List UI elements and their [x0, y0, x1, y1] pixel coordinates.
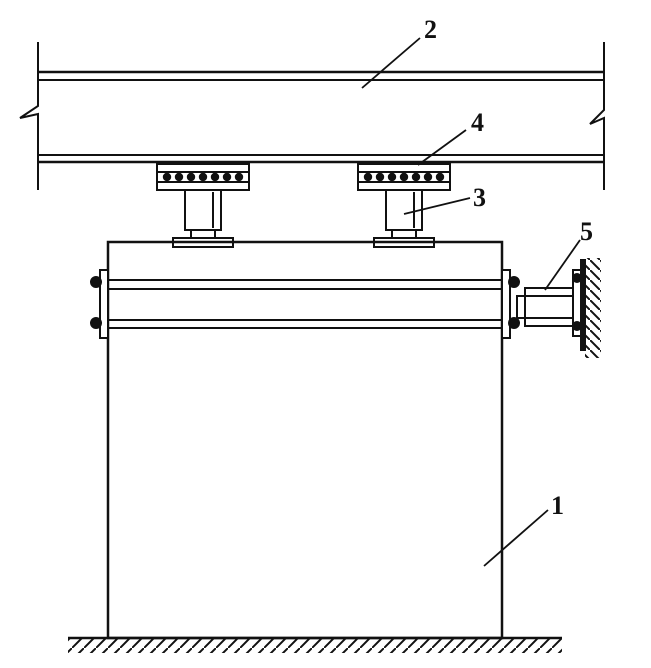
beam-break-line-left [19, 42, 39, 190]
leader-line-4 [417, 129, 467, 166]
lateral-support-strut [516, 259, 586, 351]
label-lateral-support: 5 [580, 217, 593, 246]
leader-line-3 [403, 197, 471, 215]
support-column [106, 240, 504, 640]
leader-lines [361, 37, 581, 567]
roller-bearing-right [357, 163, 451, 191]
leader-line-1 [483, 509, 549, 567]
label-bearing: 4 [471, 108, 484, 137]
label-column: 1 [551, 491, 564, 520]
ground-hatch [68, 639, 562, 653]
hydraulic-jack-left [172, 189, 234, 248]
leader-line-5 [544, 239, 581, 291]
label-jack: 3 [473, 183, 486, 212]
label-beam: 2 [424, 15, 437, 44]
wall-hatch [585, 258, 601, 358]
steel-beam [19, 42, 605, 190]
leader-line-2 [361, 37, 421, 89]
flange-plate-right [501, 269, 520, 339]
flange-plate-left [90, 269, 109, 339]
hydraulic-jack-right [373, 189, 435, 248]
roller-bearing-left [156, 163, 250, 191]
column-body [106, 240, 504, 640]
beam-break-line-right [589, 42, 605, 190]
